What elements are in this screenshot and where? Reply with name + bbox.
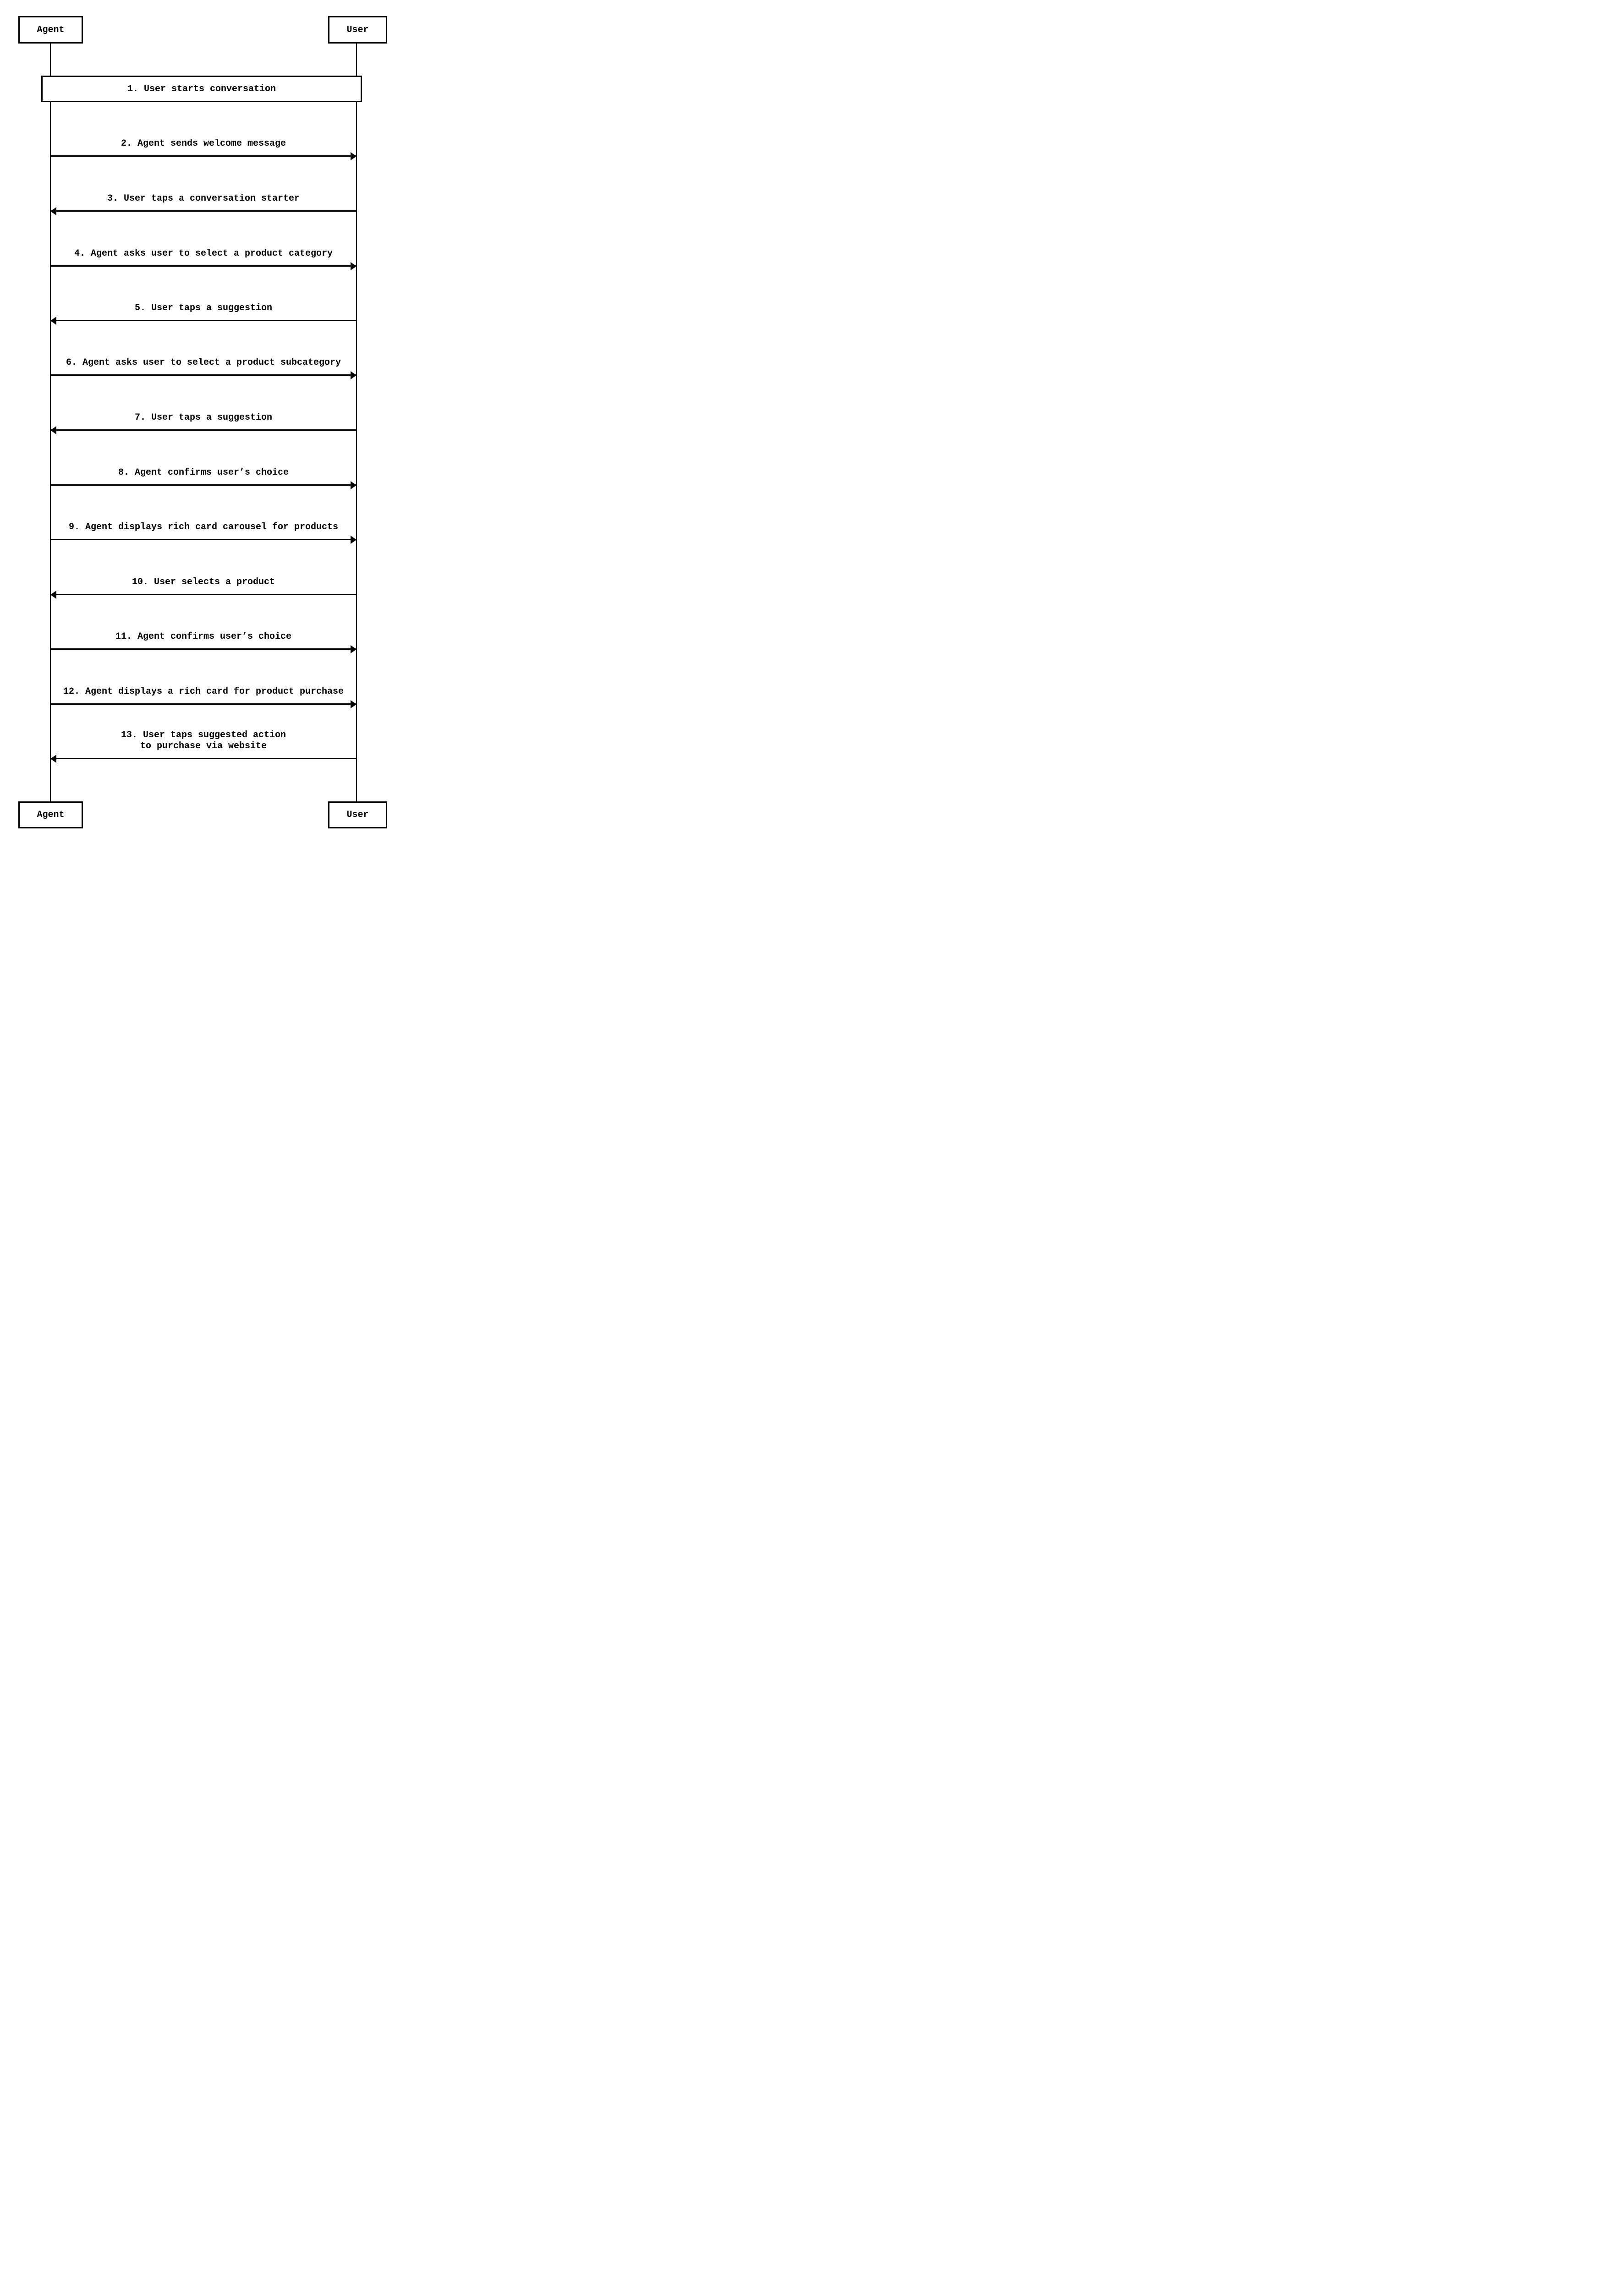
message-label-12: 12. Agent displays a rich card for produ… xyxy=(63,686,344,697)
message-label-10: 10. User selects a product xyxy=(132,577,275,587)
participant-label-agent-bottom: Agent xyxy=(37,810,65,820)
note-step-1-text: 1. User starts conversation xyxy=(127,83,276,94)
message-arrow-5 xyxy=(50,320,357,321)
participant-box-user-top: User xyxy=(328,16,387,44)
message-arrow-12 xyxy=(50,703,357,705)
message-label-3: 3. User taps a conversation starter xyxy=(107,193,300,204)
message-label-5: 5. User taps a suggestion xyxy=(134,303,273,313)
lifeline-user xyxy=(356,44,357,801)
message-label-11: 11. Agent confirms user’s choice xyxy=(115,631,292,642)
participant-label-user-top: User xyxy=(346,24,369,35)
message-arrow-11 xyxy=(50,648,357,650)
message-arrow-13 xyxy=(50,758,357,759)
message-label-2: 2. Agent sends welcome message xyxy=(121,138,286,149)
participant-box-agent-bottom: Agent xyxy=(18,801,83,828)
message-label-13: 13. User taps suggested action to purcha… xyxy=(121,730,286,751)
message-label-8: 8. Agent confirms user’s choice xyxy=(118,467,289,478)
participant-label-user-bottom: User xyxy=(346,810,369,820)
message-arrow-8 xyxy=(50,484,357,486)
message-label-7: 7. User taps a suggestion xyxy=(134,412,273,423)
lifeline-agent xyxy=(50,44,51,801)
participant-box-agent-top: Agent xyxy=(18,16,83,44)
message-label-4: 4. Agent asks user to select a product c… xyxy=(74,248,333,259)
sequence-diagram: Agent User 1. User starts conversation 2… xyxy=(0,0,406,852)
note-step-1: 1. User starts conversation xyxy=(41,76,362,102)
message-label-6: 6. Agent asks user to select a product s… xyxy=(66,357,341,368)
message-arrow-6 xyxy=(50,374,357,376)
message-arrow-9 xyxy=(50,539,357,540)
participant-box-user-bottom: User xyxy=(328,801,387,828)
message-arrow-10 xyxy=(50,594,357,595)
message-arrow-3 xyxy=(50,210,357,212)
message-arrow-4 xyxy=(50,265,357,267)
message-arrow-2 xyxy=(50,155,357,157)
message-arrow-7 xyxy=(50,429,357,431)
participant-label-agent-top: Agent xyxy=(37,24,65,35)
message-label-9: 9. Agent displays rich card carousel for… xyxy=(68,522,339,532)
